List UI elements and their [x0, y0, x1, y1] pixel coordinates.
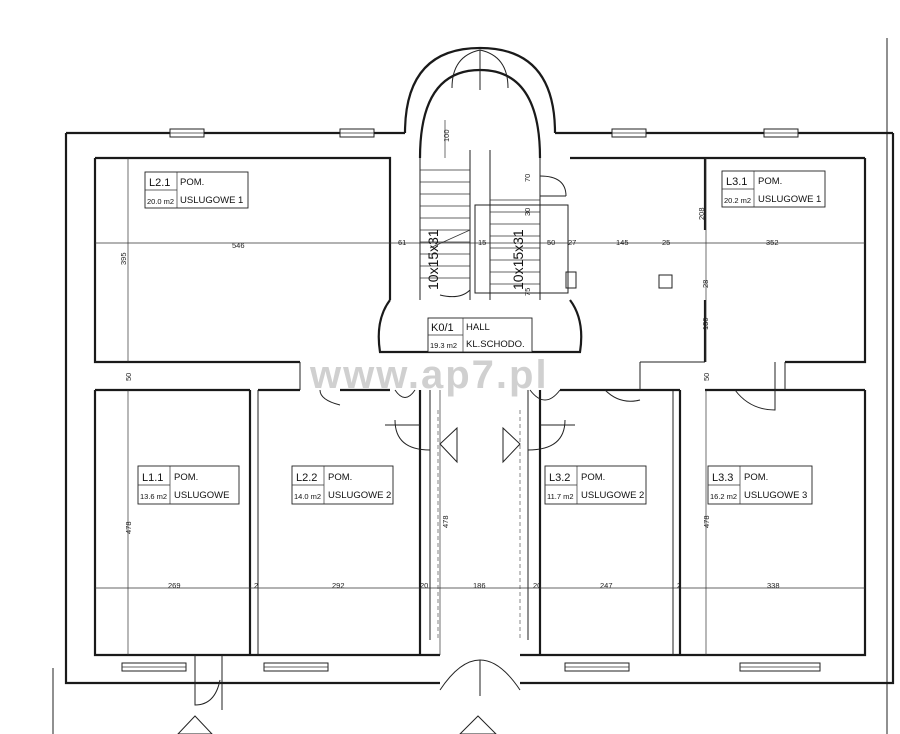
room-area: 16.2 m2: [710, 492, 737, 501]
room-l3-3: L3.3 POM. 16.2 m2 USLUGOWE 3: [707, 465, 813, 505]
room-code: L2.2: [296, 472, 317, 484]
dim-vertical-lower: 478: [124, 521, 133, 534]
dim-vertical: 75: [523, 288, 532, 296]
dim-lower: 292: [332, 581, 345, 590]
room-name-line-2: USLUGOWE 1: [758, 194, 821, 205]
room-name-line-2: USLUGOWE: [174, 490, 229, 501]
watermark: www.ap7.pl: [309, 353, 549, 397]
dim-vertical-lower: 478: [441, 515, 450, 528]
room-l2-2: L2.2 POM. 14.0 m2 USLUGOWE 2: [291, 465, 394, 505]
stair-label-left: 10x15x31: [425, 229, 441, 290]
windows: [121, 128, 821, 672]
central-corridor: [385, 390, 575, 696]
room-code: L2.1: [149, 177, 170, 189]
room-name-line-1: HALL: [466, 322, 490, 333]
dim-vertical: 50: [124, 373, 133, 381]
dim-upper: 145: [616, 238, 629, 247]
dim-vertical: 100: [442, 129, 451, 142]
dim-upper: 50: [547, 238, 555, 247]
room-name-line-1: POM.: [328, 472, 352, 483]
dimension-labels: 546 61 15 50 27 145 25 352 395 208 28 13…: [119, 129, 780, 590]
column-mark: [658, 274, 673, 289]
room-area: 14.0 m2: [294, 492, 321, 501]
room-k0-1: K0/1 HALL 19.3 m2 KL.SCHODO.: [428, 318, 525, 352]
dim-upper: 25: [662, 238, 670, 247]
room-code: L3.2: [549, 472, 570, 484]
room-area: 19.3 m2: [430, 341, 457, 350]
dim-lower: 20: [420, 581, 428, 590]
room-name-line-2: USLUGOWE 2: [581, 490, 644, 501]
dim-vertical: 395: [119, 252, 128, 265]
dim-vertical: 28: [701, 280, 710, 288]
room-name-line-1: POM.: [758, 176, 782, 187]
dim-vertical: 208: [697, 207, 706, 220]
dim-upper: 352: [766, 238, 779, 247]
room-name-line-2: USLUGOWE 3: [744, 490, 807, 501]
dim-vertical: 130: [701, 317, 710, 330]
dim-lower: 2: [677, 581, 681, 590]
dim-lower: 338: [767, 581, 780, 590]
dim-upper: 15: [478, 238, 486, 247]
door-swings: [319, 362, 776, 411]
dim-vertical: 30: [523, 208, 532, 216]
room-l2-1: L2.1 POM. 20.0 m2 USLUGOWE 1: [144, 171, 249, 209]
room-code: L3.3: [712, 472, 733, 484]
room-name-line-1: POM.: [180, 177, 204, 188]
entrance-door-top: [451, 49, 509, 90]
room-name-line-1: POM.: [744, 472, 768, 483]
dim-lower: 269: [168, 581, 181, 590]
room-code: L1.1: [142, 472, 163, 484]
exterior-walls: [64, 131, 895, 685]
dim-lower: 186: [473, 581, 486, 590]
room-name-line-2: USLUGOWE 2: [328, 490, 391, 501]
dim-vertical: 50: [702, 373, 711, 381]
room-area: 20.2 m2: [724, 196, 751, 205]
room-name-line-2: USLUGOWE 1: [180, 195, 243, 206]
room-area: 11.7 m2: [547, 492, 574, 501]
room-code: K0/1: [431, 322, 454, 334]
room-l3-1: L3.1 POM. 20.2 m2 USLUGOWE 1: [721, 170, 826, 208]
room-area: 20.0 m2: [147, 197, 174, 206]
dim-upper: 546: [232, 241, 245, 250]
dim-upper: 61: [398, 238, 406, 247]
room-code: L3.1: [726, 176, 747, 188]
dim-vertical-lower: 478: [702, 515, 711, 528]
dim-lower: 247: [600, 581, 613, 590]
dim-upper: 27: [568, 238, 576, 247]
room-labels: L2.1 POM. 20.0 m2 USLUGOWE 1 L3.1 POM. 2…: [137, 170, 826, 505]
room-area: 13.6 m2: [140, 492, 167, 501]
room-name-line-2: KL.SCHODO.: [466, 339, 525, 350]
dim-lower: 20: [533, 581, 541, 590]
room-name-line-1: POM.: [174, 472, 198, 483]
dim-lower: 2: [254, 581, 258, 590]
entrance-markers: [177, 655, 497, 734]
stair-label-right: 10x15x31: [510, 229, 526, 290]
room-l1-1: L1.1 POM. 13.6 m2 USLUGOWE: [137, 465, 240, 505]
dim-vertical: 70: [523, 174, 532, 182]
room-l3-2: L3.2 POM. 11.7 m2 USLUGOWE 2: [544, 465, 647, 505]
dimension-lines: [95, 120, 865, 655]
room-name-line-1: POM.: [581, 472, 605, 483]
